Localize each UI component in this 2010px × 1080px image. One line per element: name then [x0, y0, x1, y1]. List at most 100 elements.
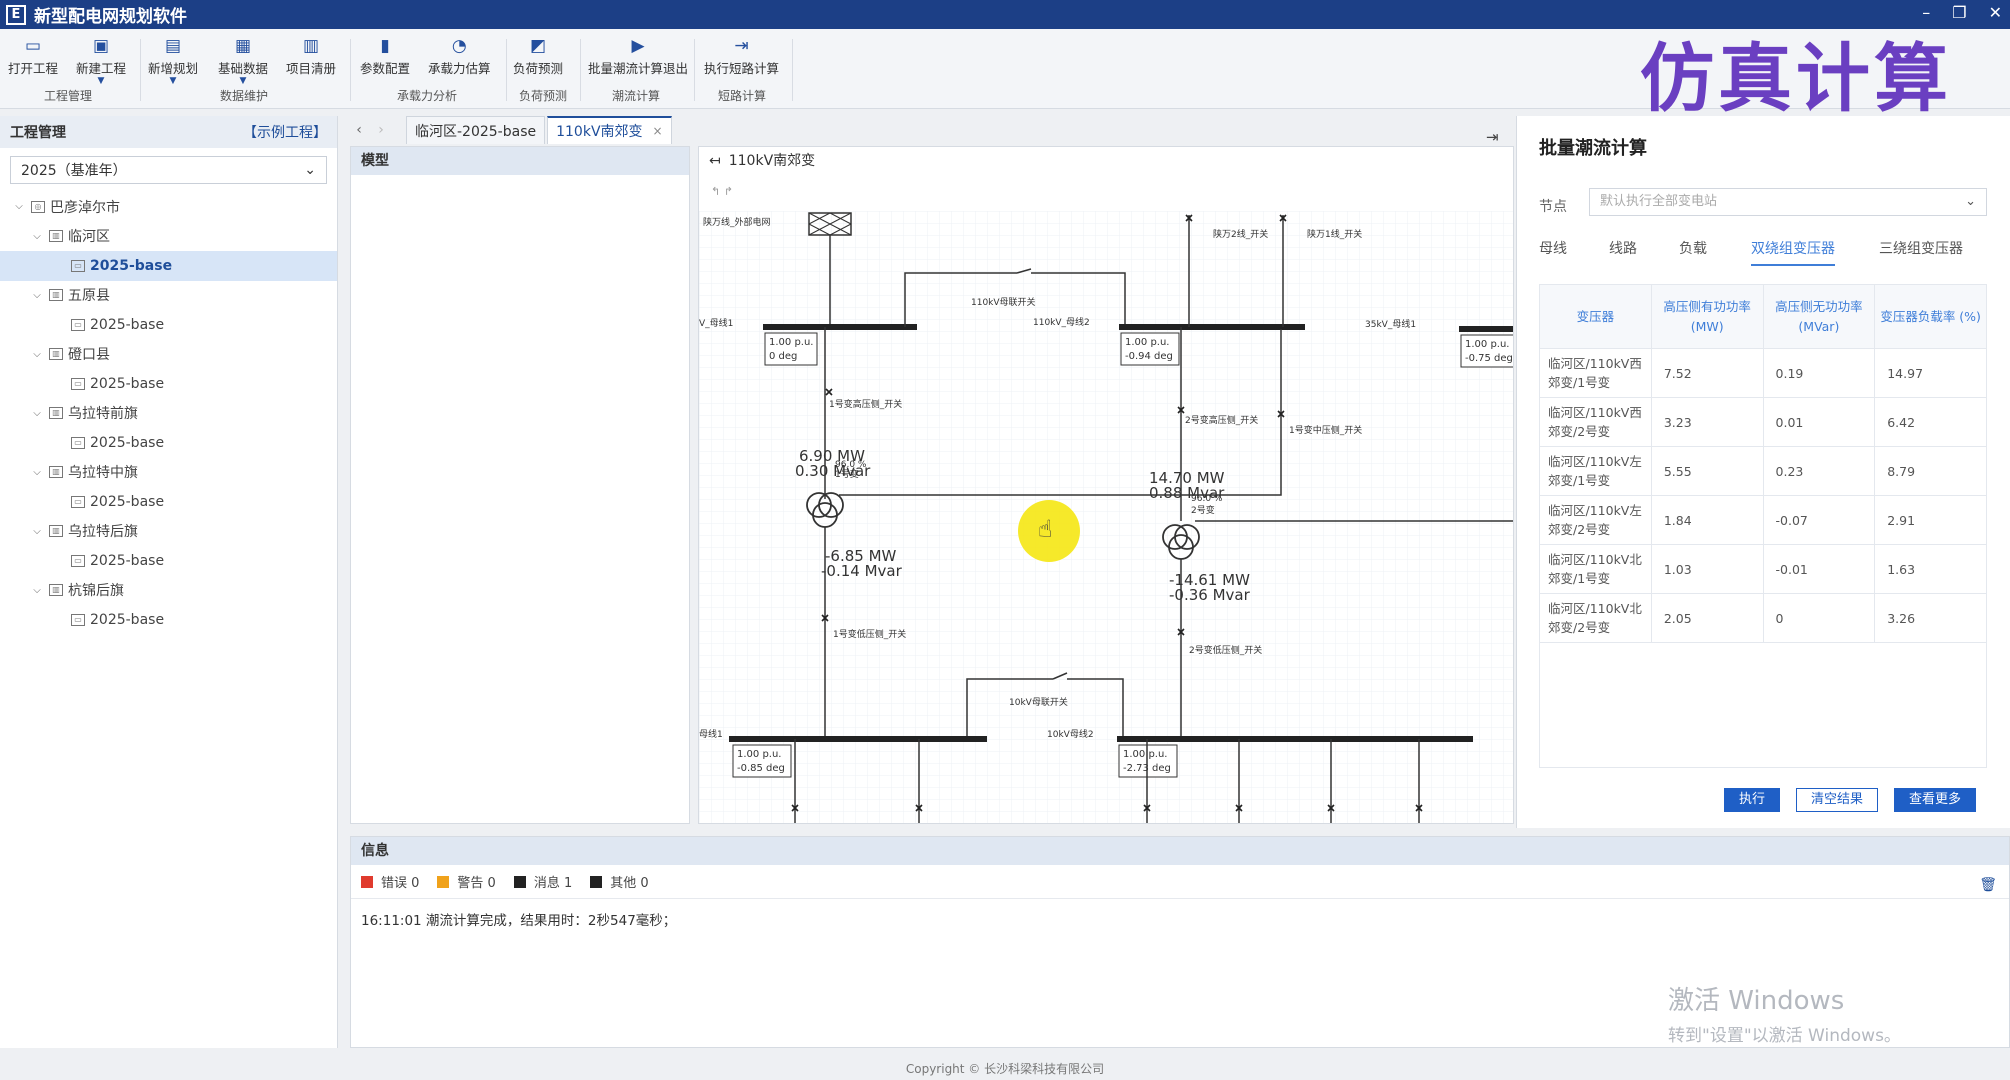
new-plan-button[interactable]: ▤新增规划▼ — [148, 36, 199, 86]
tree-node-scenario[interactable]: ▭2025-base — [0, 428, 337, 458]
parameter-config-button[interactable]: ▮参数配置 — [360, 36, 411, 76]
tree-node-scenario[interactable]: ▭2025-base — [0, 487, 337, 517]
chevron-down-icon: ⌵ — [33, 525, 41, 537]
restore-button[interactable]: ❐ — [1952, 3, 1967, 22]
log-line: 16:11:01 潮流计算完成，结果用时：2秒547毫秒； — [361, 913, 677, 929]
flow-t2-hv-p: 14.70 MW — [1149, 469, 1225, 487]
expand-panel-icon[interactable]: ⇥ — [1486, 128, 1499, 146]
play-icon: ▶ — [631, 36, 645, 56]
error-count[interactable]: 错误 0 — [361, 872, 419, 891]
flow-t2-hv-q: 0.88 Mvar — [1149, 484, 1225, 502]
bus-tie-110kv[interactable] — [904, 268, 1126, 327]
example-project-link[interactable]: 【示例工程】 — [243, 125, 327, 141]
tree-node-district[interactable]: ⌵▥临河区 — [0, 222, 337, 252]
result-tabs: 母线 线路 负载 双绕组变压器 三绕组变压器 — [1539, 238, 1999, 268]
flow-t2-lv-q: -0.36 Mvar — [1169, 586, 1251, 604]
title-bar: E 新型配电网规划软件 – ❐ ✕ — [0, 0, 2010, 29]
chevron-down-icon: ⌵ — [33, 230, 41, 242]
message-count[interactable]: 消息 1 — [513, 872, 572, 891]
label-switch-10kv: 10kV母联开关 — [1009, 696, 1068, 708]
label-t2-hv-switch: 2号变高压侧_开关 — [1185, 414, 1258, 426]
t1-mv-line — [839, 329, 1282, 496]
ribbon-separator — [350, 39, 351, 101]
chevron-down-icon: ▼ — [239, 76, 247, 86]
base-data-button[interactable]: ▦基础数据▼ — [218, 36, 269, 86]
bus-tie-10kv[interactable] — [966, 672, 1124, 739]
col-load-rate: 变压器负载率 (%) — [1874, 284, 1987, 349]
chevron-down-icon: ⌵ — [33, 348, 41, 360]
other-count[interactable]: 其他 0 — [590, 872, 649, 891]
panel-actions: 执行 清空结果 查看更多 — [1724, 788, 1977, 812]
ribbon-separator — [792, 39, 793, 101]
tree-node-scenario[interactable]: ▭2025-base — [0, 310, 337, 340]
tab-bus[interactable]: 母线 — [1539, 241, 1567, 257]
warning-count[interactable]: 警告 0 — [437, 872, 496, 891]
voltage-box-bus-10kv-right — [1118, 744, 1178, 778]
flow-t2-lv-p: -14.61 MW — [1169, 571, 1250, 589]
tree-node-scenario[interactable]: ▭2025-base — [0, 546, 337, 576]
close-button[interactable]: ✕ — [1988, 3, 2002, 22]
voltage-box-bus-right — [1460, 334, 1513, 368]
short-circuit-button[interactable]: ⇥执行短路计算 — [704, 36, 780, 76]
tree-node-city[interactable]: ⌵◎巴彦淖尔市 — [0, 192, 337, 222]
tree-node-scenario[interactable]: ▭2025-base — [0, 369, 337, 399]
tab-three-winding-transformer[interactable]: 三绕组变压器 — [1879, 241, 1963, 257]
project-list-button[interactable]: ▥项目清册 — [286, 36, 337, 76]
year-select[interactable]: 2025（基准年） ⌄ — [10, 156, 327, 184]
tree-node-scenario[interactable]: ▭2025-base — [0, 605, 337, 635]
tab-two-winding-transformer[interactable]: 双绕组变压器 — [1751, 238, 1835, 266]
chevron-down-icon: ⌵ — [33, 584, 41, 596]
diagram-toolbar-icons[interactable]: ↰ ↱ — [711, 185, 733, 198]
trash-icon[interactable]: 🗑 — [1979, 877, 1997, 893]
folder-icon: ▭ — [71, 377, 85, 390]
new-project-button[interactable]: ▣新建工程▼ — [76, 36, 127, 86]
tree-node-district[interactable]: ⌵▥磴口县 — [0, 340, 337, 370]
tree-node-district[interactable]: ⌵▥乌拉特后旗 — [0, 517, 337, 547]
open-project-button[interactable]: ▭打开工程 — [8, 36, 59, 76]
chevron-right-icon[interactable]: › — [378, 122, 384, 138]
chevron-down-icon: ▼ — [169, 76, 177, 86]
warning-icon — [437, 875, 450, 888]
execute-button[interactable]: 执行 — [1724, 788, 1781, 812]
col-hv-reactive-power: 高压侧无功功率 (MVar) — [1762, 284, 1876, 349]
voltage-bus-10kv-left-pu: 1.00 p.u. — [737, 749, 782, 760]
tree-node-district[interactable]: ⌵▥杭锦后旗 — [0, 576, 337, 606]
tab-load[interactable]: 负载 — [1679, 241, 1707, 257]
chevron-down-icon: ⌵ — [15, 201, 23, 213]
list-icon: ▥ — [302, 36, 320, 56]
label-t2: 2号变 — [1191, 504, 1215, 516]
tree-node-district[interactable]: ⌵▥乌拉特前旗 — [0, 399, 337, 429]
voltage-bus-10kv-left-deg: -0.85 deg — [737, 763, 785, 774]
tree-node-scenario[interactable]: ▭2025-base — [0, 251, 337, 281]
copy-icon: ▤ — [164, 36, 182, 56]
clear-results-button[interactable]: 清空结果 — [1796, 788, 1879, 812]
minimize-button[interactable]: – — [1922, 3, 1931, 22]
label-bus-right: 35kV_母线1 — [1365, 318, 1416, 330]
chevron-left-icon[interactable]: ‹ — [356, 122, 362, 138]
tab-district[interactable]: 临河区-2025-base — [406, 116, 546, 144]
label-switch-110kv: 110kV母联开关 — [971, 296, 1036, 308]
capacity-estimate-button[interactable]: ◔承载力估算 — [428, 36, 491, 76]
batch-powerflow-exit-button[interactable]: ▶批量潮流计算退出 — [588, 36, 689, 76]
label-switch-right1: 陕万2线_开关 — [1213, 228, 1268, 240]
close-tab-icon[interactable]: × — [652, 124, 663, 138]
view-more-button[interactable]: 查看更多 — [1894, 788, 1977, 812]
message-icon — [513, 875, 526, 888]
tab-line[interactable]: 线路 — [1609, 241, 1637, 257]
label-t2-lv-switch: 2号变低压侧_开关 — [1189, 644, 1262, 656]
node-select[interactable]: 默认执行全部变电站 ⌄ — [1589, 188, 1987, 216]
diagram-canvas[interactable]: 陕万线_外部电网 V_母线1 1.00 p.u. 0 deg 110kV母联开关… — [699, 211, 1513, 823]
label-t1: 1号变 — [835, 468, 859, 480]
tree-node-district[interactable]: ⌵▥五原县 — [0, 281, 337, 311]
back-arrow-icon[interactable]: ↤ — [709, 153, 721, 169]
tree-node-district[interactable]: ⌵▥乌拉特中旗 — [0, 458, 337, 488]
tab-substation[interactable]: 110kV南郊变× — [547, 116, 672, 144]
label-t2-pct: 96.0 % — [1191, 494, 1223, 504]
load-forecast-button[interactable]: ◩负荷预测 — [513, 36, 564, 76]
